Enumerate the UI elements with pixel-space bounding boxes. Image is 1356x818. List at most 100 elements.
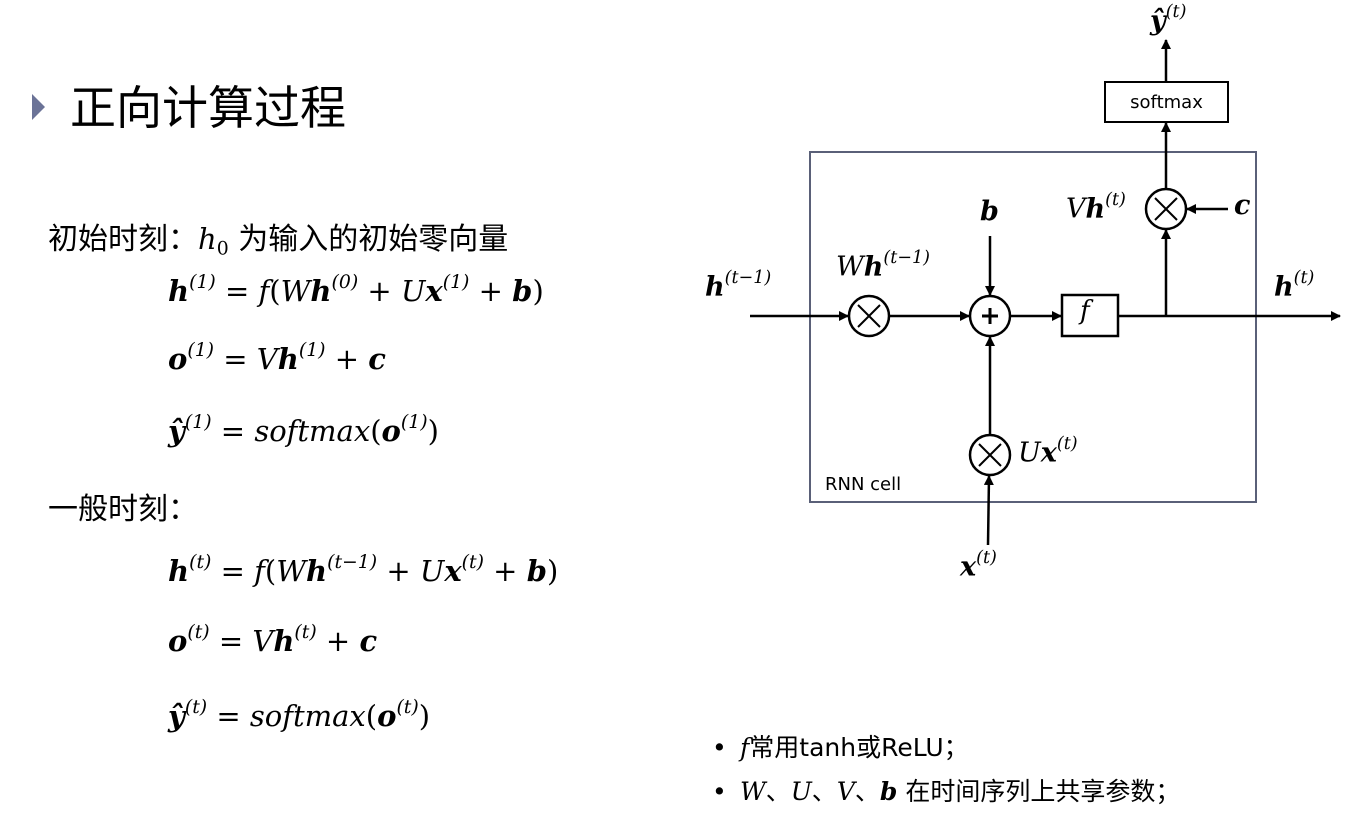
math-token: (1)	[184, 412, 212, 433]
math-token: c	[359, 624, 378, 659]
math-token: c	[1234, 190, 1251, 221]
label-b: b	[980, 196, 999, 227]
equation-gen-o: o(t) = Vh(t) + c	[168, 622, 377, 658]
math-token: (t−1)	[883, 248, 930, 268]
label-ux: Ux(t)	[1018, 434, 1078, 468]
math-token: h	[277, 342, 299, 377]
math-token: x	[960, 551, 977, 583]
label-c: c	[1234, 190, 1250, 221]
equation-init-y: ŷ(1) = softmax(o(1))	[168, 412, 439, 448]
label-h-t: h(t)	[1274, 268, 1314, 302]
math-token: ŷ	[168, 414, 185, 449]
equation-init-o: o(1) = Vh(1) + c	[168, 340, 386, 376]
math-token: +	[483, 554, 527, 589]
math-token: 、	[765, 777, 791, 806]
math-token: =	[214, 342, 257, 377]
label-y-hat: ŷ(t)	[1150, 2, 1186, 36]
label-h-prev: h(t−1)	[705, 268, 771, 302]
math-token: +	[325, 342, 369, 377]
math-token: W	[280, 274, 311, 309]
math-token: b	[879, 777, 898, 806]
math-token: (t)	[461, 552, 484, 573]
initial-suffix: 为输入的初始零向量	[228, 222, 509, 257]
math-token: +	[469, 274, 513, 309]
math-token: (t)	[976, 548, 997, 568]
math-token: ŷ	[168, 699, 185, 734]
math-token: V	[256, 342, 278, 377]
math-token: V	[1066, 193, 1086, 225]
math-token: h	[168, 554, 190, 589]
label-x-t: x(t)	[960, 548, 997, 582]
f-box	[1060, 293, 1120, 338]
math-token: W	[740, 777, 766, 806]
math-token: )	[532, 274, 544, 309]
math-token: (1)	[187, 340, 215, 361]
math-token: 、	[854, 777, 880, 806]
math-token: W	[836, 251, 864, 283]
math-token: )	[427, 414, 439, 449]
math-token: o	[381, 414, 401, 449]
label-wh: Wh(t−1)	[836, 248, 930, 282]
math-token: (t−1)	[327, 552, 378, 573]
math-token: (1)	[442, 272, 470, 293]
bullet-item-shared-params: •W、U、V、b 在时间序列上共享参数；	[712, 772, 1180, 808]
bullet-math: W、U、V、b	[740, 777, 897, 806]
math-token: 0	[216, 238, 229, 260]
general-label: 一般时刻：	[48, 492, 198, 527]
f-label-text: f	[1080, 296, 1090, 326]
math-token: c	[368, 342, 386, 377]
math-token: b	[526, 554, 547, 589]
math-token: (t)	[189, 552, 212, 573]
math-token: +	[377, 554, 420, 589]
softmax-label: softmax	[1130, 92, 1203, 113]
math-token: 、	[811, 777, 837, 806]
h0-symbol: h0	[198, 222, 229, 260]
math-token: h	[310, 274, 332, 309]
initial-label: 初始时刻：	[48, 222, 198, 257]
math-token: h	[863, 251, 884, 283]
math-token: f	[254, 554, 265, 589]
math-token: o	[377, 699, 397, 734]
math-token: f	[740, 733, 750, 762]
equation-gen-y: ŷ(t) = softmax(o(t))	[168, 697, 430, 733]
math-token: f	[258, 274, 270, 309]
math-token: =	[209, 624, 253, 659]
f-label: f	[1080, 296, 1090, 326]
math-token: h	[1085, 193, 1106, 225]
bullet-item-activation: •f常用tanh或ReLU；	[712, 728, 969, 764]
math-token: V	[252, 624, 274, 659]
math-token: =	[215, 274, 259, 309]
math-token: (t)	[187, 622, 210, 643]
math-token: (	[269, 274, 281, 309]
math-token: +	[316, 624, 360, 659]
math-token: =	[207, 699, 250, 734]
math-token: U	[1018, 437, 1041, 469]
math-token: h	[198, 222, 217, 256]
math-token: V	[836, 777, 855, 806]
bullet-dot-icon: •	[712, 777, 727, 806]
math-token: (1)	[400, 412, 428, 433]
math-token: o	[168, 624, 188, 659]
math-token: (t−1)	[724, 268, 772, 288]
math-token: (	[370, 414, 382, 449]
math-token: (	[264, 554, 277, 589]
math-token: (t)	[1293, 268, 1315, 288]
math-token: b	[980, 196, 999, 227]
math-token: =	[211, 554, 255, 589]
math-token: (t)	[1165, 2, 1187, 22]
math-token: (t)	[1105, 190, 1126, 210]
math-token: +	[358, 274, 401, 309]
math-token: x	[444, 554, 462, 589]
math-token: U	[419, 554, 445, 589]
math-token: (0)	[331, 272, 359, 293]
math-token: U	[790, 777, 812, 806]
bullet-text: 常用tanh或ReLU；	[749, 733, 969, 762]
math-token: (t)	[184, 697, 208, 718]
math-token: o	[168, 342, 188, 377]
math-token: x	[425, 274, 443, 309]
math-token: U	[400, 274, 426, 309]
initial-line: 初始时刻：h0 为输入的初始零向量	[48, 214, 508, 260]
math-token: ŷ	[1150, 5, 1166, 37]
math-token: (t)	[294, 622, 317, 643]
title-bullet-icon	[32, 94, 45, 120]
